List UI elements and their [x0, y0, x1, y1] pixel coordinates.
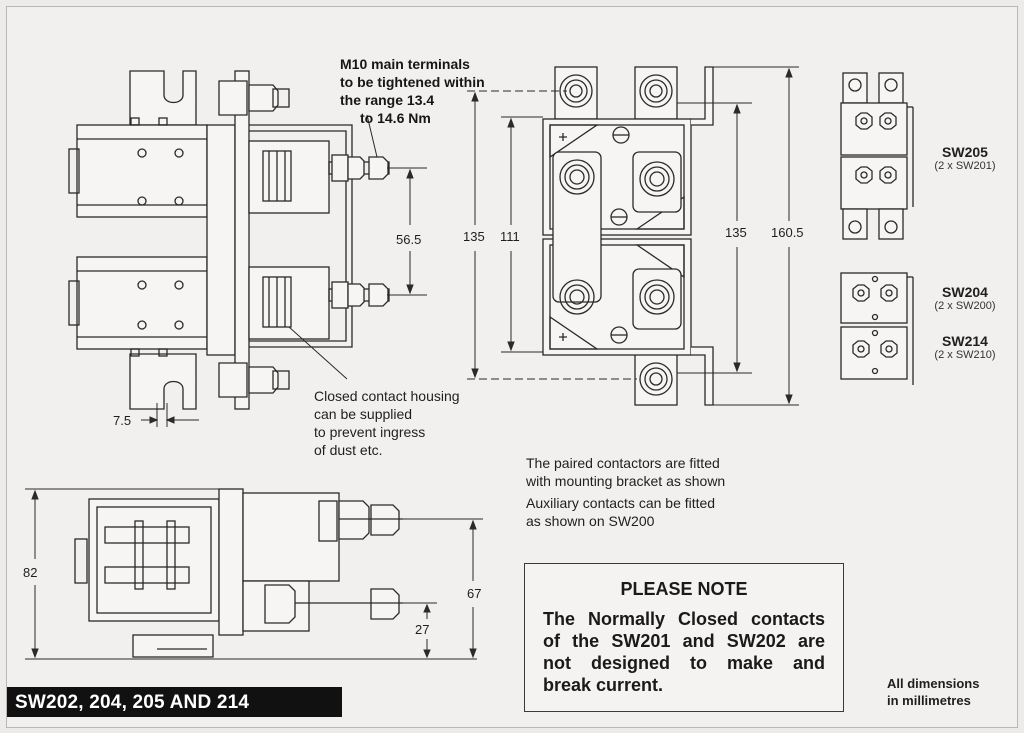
- dim-label-135-left: 135: [463, 229, 485, 244]
- model-name: SW214: [942, 333, 988, 349]
- paired-note: The paired contactors are fitted with mo…: [526, 454, 725, 490]
- units-note-line: All dimensions: [887, 676, 980, 691]
- housing-note: Closed contact housing can be supplied t…: [314, 387, 460, 459]
- dim-label-27: 27: [415, 622, 430, 637]
- dim-56-5: [387, 167, 427, 296]
- dim-label-160-5: 160.5: [771, 225, 804, 240]
- torque-note-line: M10 main terminals: [340, 56, 470, 72]
- model-sw204: SW204 (2 x SW200): [925, 284, 1005, 312]
- side-view-contactor-pair: [68, 70, 390, 410]
- dim-7-5: [141, 403, 199, 427]
- front-view-dimensions: [467, 66, 799, 406]
- front-view-contactor-pair: [542, 66, 714, 406]
- please-note-body: The Normally Closed contacts of the SW20…: [543, 608, 825, 696]
- bottom-side-view: [74, 488, 403, 658]
- title-bar: SW202, 204, 205 AND 214: [7, 687, 342, 717]
- aux-note-line: Auxiliary contacts can be fitted: [526, 495, 716, 511]
- housing-note-line: can be supplied: [314, 406, 413, 422]
- please-note-line: break current.: [543, 675, 664, 695]
- dim-label-111: 111: [500, 229, 520, 244]
- model-sub: (2 x SW200): [934, 300, 996, 312]
- title-bar-text: SW202, 204, 205 AND 214: [15, 692, 250, 713]
- please-note-line: not designed to make and: [543, 653, 825, 673]
- aux-note-line: as shown on SW200: [526, 513, 655, 529]
- units-note-line: in millimetres: [887, 693, 971, 708]
- model-sw205: SW205 (2 x SW201): [925, 144, 1005, 172]
- sw205-view: [840, 72, 914, 240]
- sw214-view: [840, 276, 914, 385]
- model-sub: (2 x SW201): [934, 160, 996, 172]
- sw204-view: [840, 272, 908, 324]
- dim-label-67: 67: [467, 586, 482, 601]
- please-note-title: PLEASE NOTE: [620, 579, 748, 599]
- dim-label-56-5: 56.5: [396, 232, 422, 247]
- housing-note-line: of dust etc.: [314, 442, 383, 458]
- torque-note-line: to 14.6 Nm: [360, 110, 431, 126]
- paired-note-line: The paired contactors are fitted: [526, 455, 720, 471]
- please-note-line: The Normally Closed contacts: [543, 609, 825, 629]
- please-note-box: PLEASE NOTE The Normally Closed contacts…: [524, 563, 844, 712]
- housing-note-line: to prevent ingress: [314, 424, 426, 440]
- housing-note-line: Closed contact housing: [314, 388, 460, 404]
- model-name: SW205: [942, 144, 988, 160]
- bottom-view-dimensions: [25, 488, 483, 660]
- model-sw214: SW214 (2 x SW210): [925, 333, 1005, 361]
- torque-note-line: to be tightened within: [340, 74, 485, 90]
- torque-note: M10 main terminals to be tightened withi…: [340, 55, 485, 127]
- dim-label-82: 82: [23, 565, 38, 580]
- drawing-sheet: M10 main terminals to be tightened withi…: [6, 6, 1018, 728]
- dim-label-7-5: 7.5: [113, 413, 132, 428]
- model-sub: (2 x SW210): [934, 349, 996, 361]
- dim-label-135-right: 135: [725, 225, 747, 240]
- technical-drawing: [25, 66, 914, 660]
- units-note: All dimensions in millimetres: [887, 675, 979, 709]
- paired-note-line: with mounting bracket as shown: [526, 473, 726, 489]
- torque-note-line: the range 13.4: [340, 92, 435, 108]
- model-name: SW204: [942, 284, 988, 300]
- please-note-line: of the SW201 and SW202 are: [543, 631, 825, 651]
- aux-note: Auxiliary contacts can be fitted as show…: [526, 494, 715, 530]
